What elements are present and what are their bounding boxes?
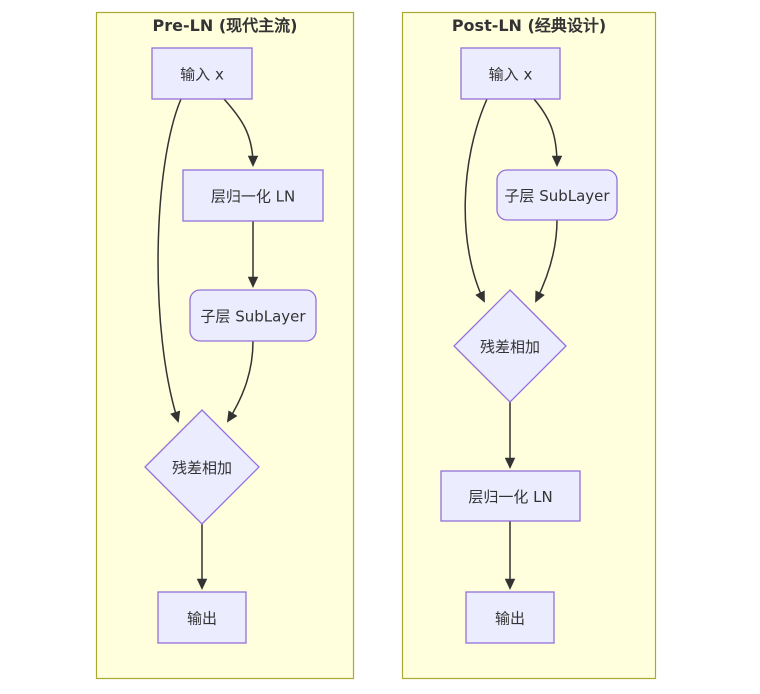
- edge-pre-input-to-layernorm: [223, 98, 259, 167]
- node-pre-sublayer: 子层 SubLayer: [189, 289, 317, 342]
- node-pre-output: 输出: [157, 591, 247, 644]
- node-post-input-label: 输入 x: [489, 66, 533, 84]
- edge-post-input-to-residual-skip: [464, 98, 488, 303]
- node-post-layernorm-label: 层归一化 LN: [468, 488, 552, 506]
- node-post-sublayer-label: 子层 SubLayer: [504, 187, 610, 205]
- node-post-sublayer: 子层 SubLayer: [496, 169, 618, 221]
- panel-pre-ln-background: [95, 11, 355, 680]
- node-post-input: 输入 x: [460, 47, 561, 100]
- edge-pre-sublayer-to-residual: [226, 340, 254, 423]
- panel-pre-ln: Pre-LN (现代主流) 输入 x 层归一化 LN 子层 SubLayer 残…: [95, 11, 355, 680]
- edge-post-input-to-sublayer: [533, 98, 563, 167]
- panel-post-ln: Post-LN (经典设计) 输入 x 子层 SubLayer 残差相加 层归一…: [401, 11, 657, 680]
- node-pre-layernorm-label: 层归一化 LN: [211, 188, 295, 206]
- edge-post-sublayer-to-residual: [535, 219, 558, 303]
- node-post-layernorm: 层归一化 LN: [440, 470, 581, 522]
- panel-pre-ln-title: Pre-LN (现代主流): [153, 16, 298, 35]
- edge-pre-input-to-residual-skip: [157, 98, 182, 423]
- panel-post-ln-title: Post-LN (经典设计): [452, 16, 606, 35]
- node-pre-layernorm: 层归一化 LN: [182, 169, 324, 222]
- node-pre-input: 输入 x: [151, 47, 253, 100]
- node-post-output: 输出: [465, 591, 555, 644]
- node-post-residual-add-label: 残差相加: [480, 338, 540, 356]
- node-pre-residual-add: 残差相加: [144, 409, 260, 525]
- node-pre-input-label: 输入 x: [180, 66, 224, 84]
- node-pre-sublayer-label: 子层 SubLayer: [200, 308, 306, 326]
- node-post-residual-add: 残差相加: [453, 289, 567, 403]
- node-pre-residual-add-label: 残差相加: [172, 459, 232, 477]
- node-post-output-label: 输出: [495, 610, 525, 628]
- node-pre-output-label: 输出: [187, 610, 217, 628]
